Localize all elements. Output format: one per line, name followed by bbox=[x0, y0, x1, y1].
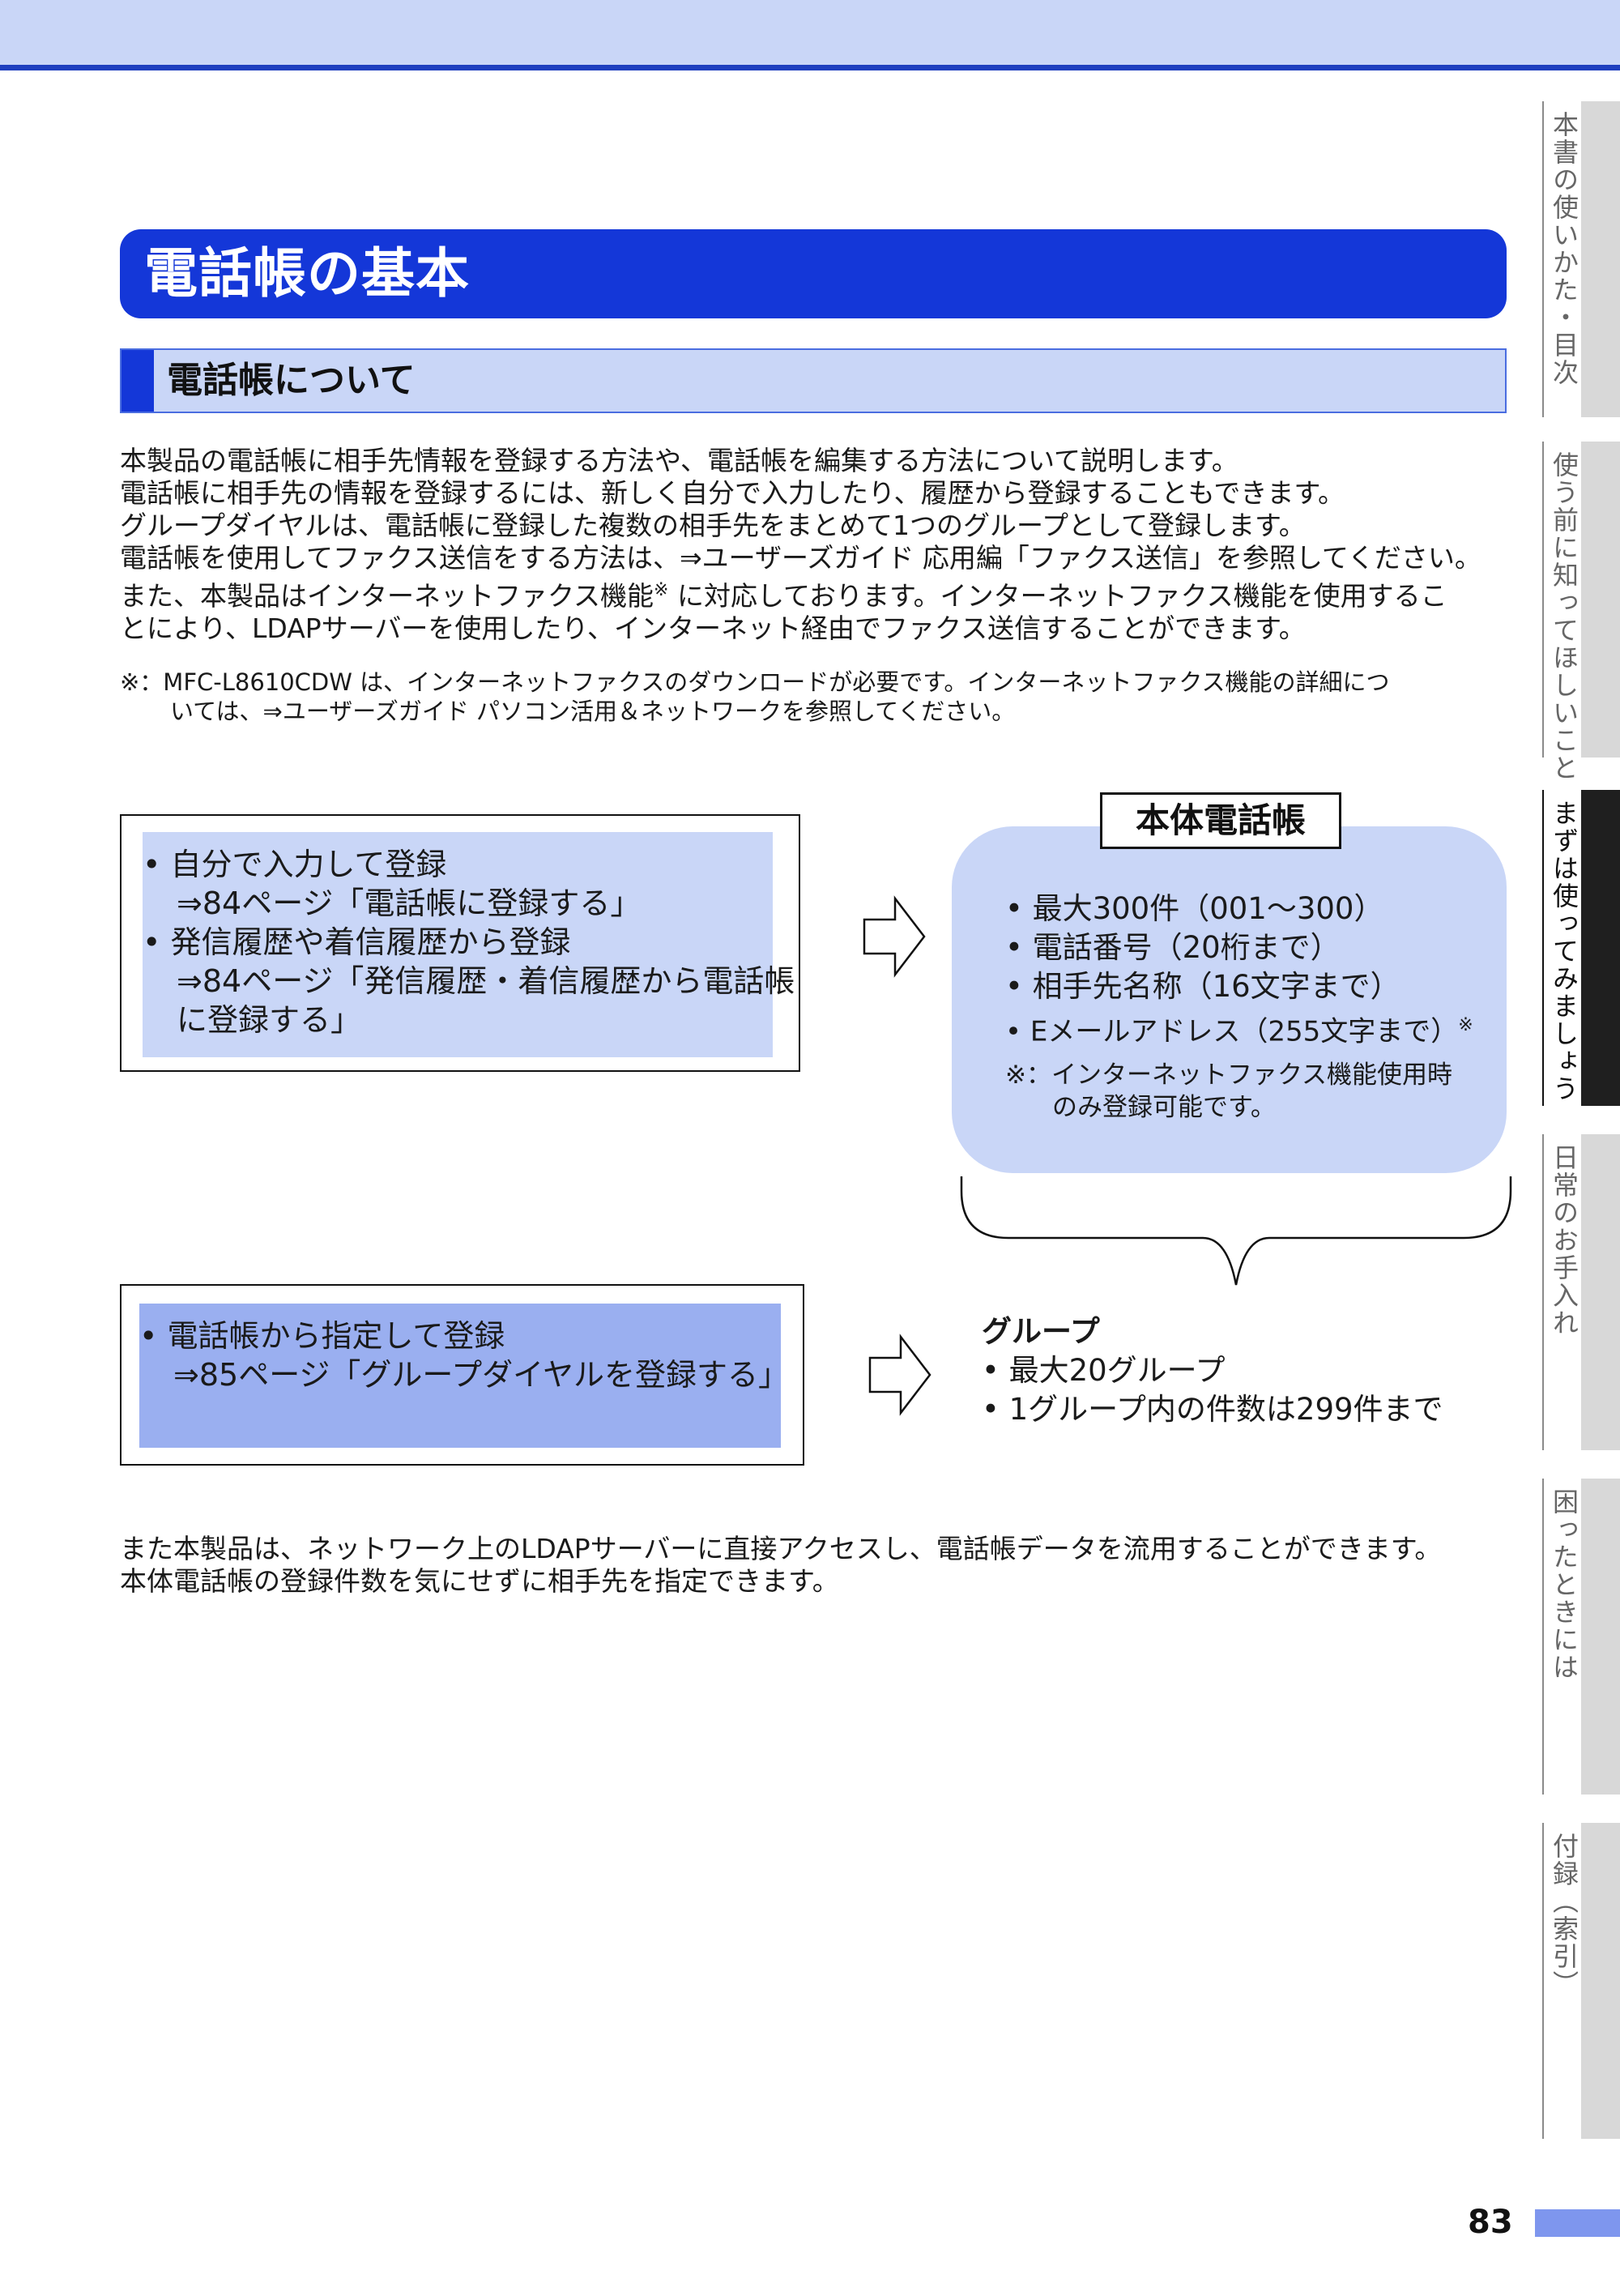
outro-line: また本製品は、ネットワーク上のLDAPサーバーに直接アクセスし、電話帳データを流… bbox=[120, 1533, 1442, 1564]
intro-line: とにより、LDAPサーバーを使用したり、インターネット経由でファクス送信すること… bbox=[120, 612, 1306, 644]
phonebook-email-text: • Eメールアドレス（255文字まで） bbox=[1005, 1015, 1459, 1048]
side-tab-before-use[interactable]: 使う前に知ってほしいこと bbox=[1542, 442, 1581, 782]
register-methods-text: • 自分で入力して登録 ⇒84ページ「電話帳に登録する」 • 発信履歴や着信履歴… bbox=[143, 845, 795, 1039]
register-method-ref: ⇒84ページ「発信履歴・着信履歴から電話帳 bbox=[177, 963, 795, 999]
group-register-fill bbox=[139, 1304, 781, 1448]
phonebook-bubble: • 最大300件（001～300） • 電話番号（20桁まで） • 相手先名称（… bbox=[952, 826, 1507, 1173]
intro-text: に対応しております。インターネットファクス機能を使用するこ bbox=[668, 580, 1447, 612]
group-register-ref: ⇒85ページ「グループダイヤルを登録する」 bbox=[173, 1357, 790, 1393]
side-tab-appendix[interactable]: 付録（索引） bbox=[1542, 1823, 1581, 2139]
group-info: グループ • 最大20グループ • 1グループ内の件数は299件まで bbox=[982, 1312, 1443, 1429]
side-tab-contents[interactable]: 本書の使いかた・目次 bbox=[1542, 101, 1581, 417]
section-heading-bar bbox=[122, 350, 154, 412]
group-spec-item: • 最大20グループ bbox=[982, 1353, 1226, 1388]
phonebook-note: のみ登録可能です。 bbox=[1052, 1093, 1276, 1123]
intro-paragraph: 本製品の電話帳に相手先情報を登録する方法や、電話帳を編集する方法について説明しま… bbox=[120, 445, 1481, 645]
side-tab-maintenance[interactable]: 日常のお手入れ bbox=[1542, 1134, 1581, 1450]
header-band bbox=[0, 0, 1620, 65]
side-tab-label: 使う前に知ってほしいこと bbox=[1549, 451, 1580, 782]
intro-text: また、本製品はインターネットファクス機能 bbox=[120, 580, 654, 612]
side-tab-stripe bbox=[1581, 1823, 1620, 2139]
register-method-ref: に登録する」 bbox=[177, 1002, 362, 1038]
footnote-line: ※：MFC-L8610CDW は、インターネットファクスのダウンロードが必要です… bbox=[120, 668, 1390, 696]
group-spec-item: • 1グループ内の件数は299件まで bbox=[982, 1392, 1443, 1427]
phonebook-note: ※：インターネットファクス機能使用時 bbox=[1005, 1061, 1453, 1090]
phonebook-label: 本体電話帳 bbox=[1100, 792, 1341, 849]
footnote-mark: ※ bbox=[1458, 1015, 1473, 1035]
group-register-text: • 電話帳から指定して登録 ⇒85ページ「グループダイヤルを登録する」 bbox=[139, 1317, 789, 1394]
brace-icon bbox=[960, 1176, 1512, 1286]
phonebook-spec-item: • 最大300件（001～300） bbox=[1005, 891, 1384, 926]
intro-line: グループダイヤルは、電話帳に登録した複数の相手先をまとめて1つのグループとして登… bbox=[120, 510, 1306, 541]
outro-line: 本体電話帳の登録件数を気にせずに相手先を指定できます。 bbox=[120, 1565, 839, 1597]
arrow-right-icon bbox=[863, 895, 926, 978]
side-tab-active-stripe bbox=[1581, 790, 1620, 1106]
intro-line: 電話帳を使用してファクス送信をする方法は、⇒ユーザーズガイド 応用編「ファクス送… bbox=[120, 542, 1481, 574]
title-banner: 電話帳の基本 bbox=[120, 229, 1507, 318]
page-number: 83 bbox=[1468, 2204, 1513, 2241]
side-tab-stripe bbox=[1581, 101, 1620, 417]
side-tab-stripe bbox=[1581, 1479, 1620, 1795]
register-method-ref: ⇒84ページ「電話帳に登録する」 bbox=[177, 886, 642, 921]
footnote-line: いては、⇒ユーザーズガイド パソコン活用＆ネットワークを参照してください。 bbox=[170, 698, 1016, 725]
side-tab-label: 付録（索引） bbox=[1549, 1833, 1580, 1998]
side-tab-label: 困ったときには bbox=[1549, 1488, 1580, 1681]
group-register-item: • 電話帳から指定して登録 bbox=[139, 1318, 505, 1354]
page-number-bar bbox=[1535, 2209, 1620, 2237]
register-method-item: • 自分で入力して登録 bbox=[143, 847, 447, 882]
phonebook-spec-item: • Eメールアドレス（255文字まで）※ bbox=[1005, 1006, 1473, 1051]
phonebook-spec-item: • 電話番号（20桁まで） bbox=[1005, 930, 1341, 965]
side-tab-stripe bbox=[1581, 442, 1620, 758]
phonebook-spec-list: • 最大300件（001～300） • 電話番号（20桁まで） • 相手先名称（… bbox=[1005, 890, 1473, 1124]
phonebook-spec-item: • 相手先名称（16文字まで） bbox=[1005, 969, 1400, 1004]
group-heading: グループ bbox=[982, 1314, 1100, 1349]
register-methods-box: • 自分で入力して登録 ⇒84ページ「電話帳に登録する」 • 発信履歴や着信履歴… bbox=[120, 814, 800, 1072]
intro-line: 本製品の電話帳に相手先情報を登録する方法や、電話帳を編集する方法について説明しま… bbox=[120, 445, 1238, 476]
register-method-item: • 発信履歴や着信履歴から登録 bbox=[143, 924, 571, 960]
section-heading-text: 電話帳について bbox=[167, 360, 416, 401]
arrow-right-icon bbox=[868, 1334, 932, 1416]
register-methods-fill bbox=[143, 832, 773, 1057]
side-tab-getting-started[interactable]: まずは使ってみましょう bbox=[1542, 790, 1581, 1106]
side-tab-stripe bbox=[1581, 1134, 1620, 1450]
page-title: 電話帳の基本 bbox=[144, 242, 470, 305]
side-tab-troubleshooting[interactable]: 困ったときには bbox=[1542, 1479, 1581, 1795]
side-tab-label: 本書の使いかた・目次 bbox=[1549, 111, 1580, 386]
side-tab-label: まずは使ってみましょう bbox=[1549, 800, 1580, 1103]
intro-line: 電話帳に相手先の情報を登録するには、新しく自分で入力したり、履歴から登録すること… bbox=[120, 477, 1345, 509]
footnote-mark: ※ bbox=[654, 580, 669, 600]
side-tab-label: 日常のお手入れ bbox=[1549, 1144, 1580, 1337]
outro-paragraph: また本製品は、ネットワーク上のLDAPサーバーに直接アクセスし、電話帳データを流… bbox=[120, 1533, 1441, 1598]
intro-line: また、本製品はインターネットファクス機能※ に対応しております。インターネットフ… bbox=[120, 574, 1481, 612]
footnote: ※：MFC-L8610CDW は、インターネットファクスのダウンロードが必要です… bbox=[120, 668, 1390, 726]
header-rule bbox=[0, 65, 1620, 70]
group-register-box: • 電話帳から指定して登録 ⇒85ページ「グループダイヤルを登録する」 bbox=[120, 1284, 804, 1466]
section-heading: 電話帳について bbox=[120, 348, 1507, 413]
